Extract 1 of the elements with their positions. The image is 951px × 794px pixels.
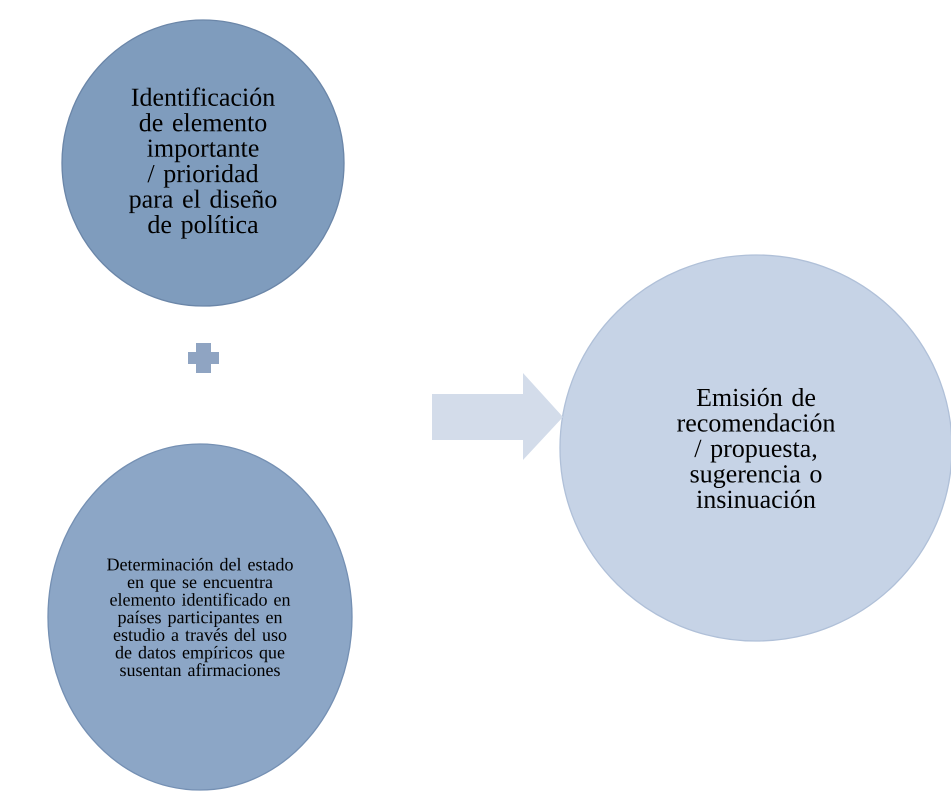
block-arrow <box>432 373 563 460</box>
